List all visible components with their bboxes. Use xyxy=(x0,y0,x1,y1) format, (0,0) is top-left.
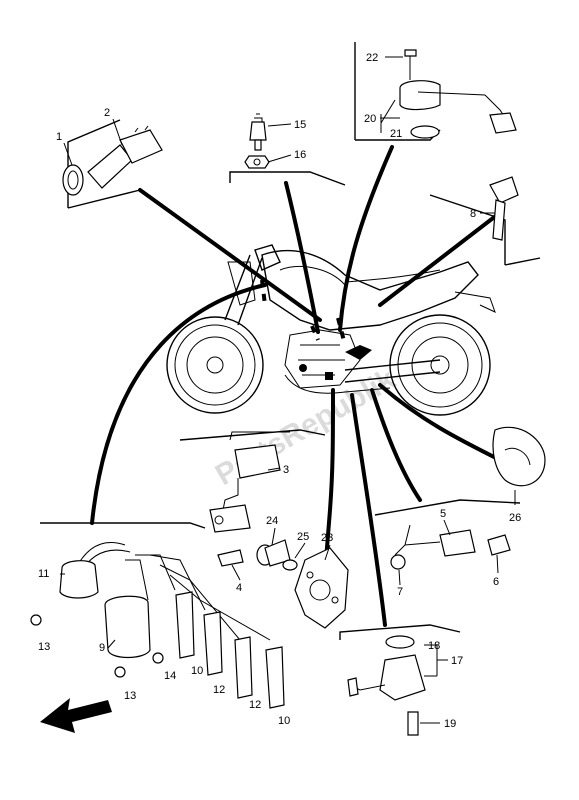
callout-18: 18 xyxy=(428,640,440,652)
callout-13b: 13 xyxy=(124,690,136,702)
callout-14: 14 xyxy=(164,670,176,682)
part-sensor-1-2 xyxy=(62,125,163,196)
part-ignition-coils xyxy=(30,542,285,709)
callout-20: 20 xyxy=(364,113,376,125)
callout-26: 26 xyxy=(509,512,521,524)
callout-labels: 1 2 3 4 5 6 7 8 9 10 10 11 12 12 13 13 1… xyxy=(38,52,521,730)
part-sensor-17-18-19 xyxy=(347,635,426,736)
callout-19: 19 xyxy=(444,718,456,730)
part-cover-26 xyxy=(492,426,546,487)
callout-9: 9 xyxy=(99,642,105,654)
callout-16: 16 xyxy=(294,149,306,161)
part-sensor-15-16 xyxy=(244,113,270,169)
part-sensor-20-21-22 xyxy=(399,49,517,139)
callout-13a: 13 xyxy=(38,641,50,653)
callout-1: 1 xyxy=(56,131,62,143)
part-bolt-24-25-4 xyxy=(217,539,298,571)
callout-10b: 10 xyxy=(278,715,290,727)
callout-21: 21 xyxy=(390,128,402,140)
callout-3: 3 xyxy=(283,464,289,476)
callout-15: 15 xyxy=(294,119,306,131)
callout-25: 25 xyxy=(297,531,309,543)
part-sensor-8 xyxy=(489,176,519,241)
callout-17: 17 xyxy=(451,655,463,667)
callout-23: 23 xyxy=(321,532,333,544)
callout-leaders xyxy=(60,56,516,724)
callout-5: 5 xyxy=(440,508,446,520)
part-sensor-5-6-7 xyxy=(390,524,511,570)
callout-7: 7 xyxy=(397,586,403,598)
callout-22: 22 xyxy=(366,52,378,64)
front-direction-arrow-icon xyxy=(40,698,112,733)
callout-8: 8 xyxy=(470,208,476,220)
callout-24: 24 xyxy=(266,515,278,527)
callout-12b: 12 xyxy=(249,699,261,711)
leader-lines xyxy=(90,145,502,627)
callout-6: 6 xyxy=(493,576,499,588)
callout-4: 4 xyxy=(236,582,242,594)
callout-12a: 12 xyxy=(213,684,225,696)
callout-10a: 10 xyxy=(191,665,203,677)
callout-2: 2 xyxy=(104,107,110,119)
callout-11: 11 xyxy=(38,568,49,580)
part-rotor-23 xyxy=(294,547,349,629)
motorcycle-outline xyxy=(166,244,496,416)
